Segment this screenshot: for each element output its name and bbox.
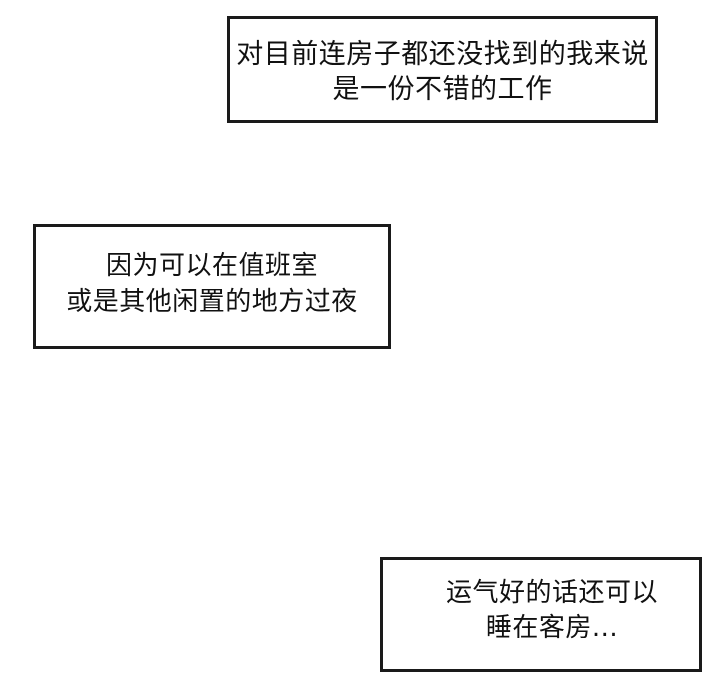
speech-box-1-text: 对目前连房子都还没找到的我来说 是一份不错的工作 bbox=[236, 39, 649, 105]
speech-box-2: 因为可以在值班室 或是其他闲置的地方过夜 bbox=[33, 224, 391, 349]
speech-box-1: 对目前连房子都还没找到的我来说 是一份不错的工作 bbox=[227, 16, 658, 123]
speech-box-3: 运气好的话还可以 睡在客房... bbox=[380, 557, 702, 672]
speech-box-3-text: 运气好的话还可以 睡在客房... bbox=[445, 577, 658, 643]
speech-box-2-text: 因为可以在值班室 或是其他闲置的地方过夜 bbox=[66, 250, 358, 317]
